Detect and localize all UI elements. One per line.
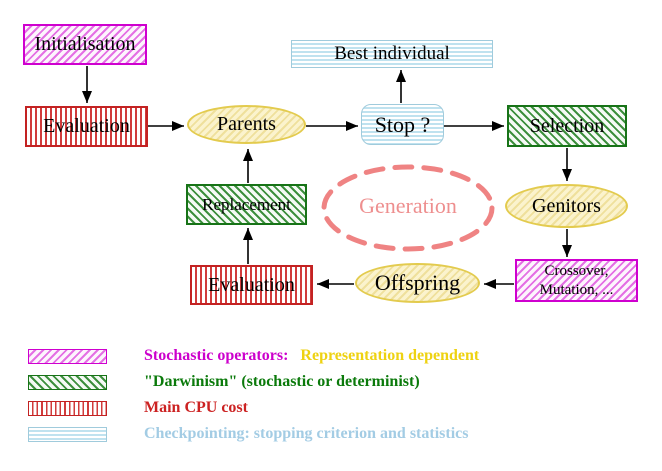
legend-swatch-green-hatch: [28, 374, 107, 390]
node-evaluation-top: Evaluation: [25, 106, 148, 147]
node-crossover-mutation: Crossover, Mutation, ...: [515, 259, 638, 302]
legend-text-main-cpu-cost: Main CPU cost: [144, 399, 248, 416]
legend-text-darwinism: "Darwinism" (stochastic or determinist): [144, 373, 420, 390]
legend-swatch-cyan-stripes: [28, 426, 107, 442]
generation-cycle-label: Generation: [359, 193, 457, 218]
legend-row-checkpointing: Checkpointing: stopping criterion and st…: [28, 425, 468, 443]
node-initialisation: Initialisation: [23, 24, 147, 65]
legend-text-representation-dependent: Representation dependent: [300, 347, 480, 364]
legend-row-stochastic-operators: Stochastic operators: Representation depe…: [28, 347, 479, 365]
crossover-line2: Mutation, ...: [539, 281, 614, 298]
node-best-individual: Best individual: [291, 40, 493, 68]
node-evaluation-bottom: Evaluation: [190, 265, 313, 305]
generation-cycle-ellipse: [321, 164, 495, 252]
legend-label-stochastic-operators: Stochastic operators: Representation depe…: [144, 347, 479, 365]
legend-row-darwinism: "Darwinism" (stochastic or determinist): [28, 373, 420, 391]
node-parents: Parents: [187, 105, 306, 144]
legend-swatch-red-stripes: [28, 400, 107, 416]
node-offspring: Offspring: [355, 263, 480, 303]
legend-text-checkpointing: Checkpointing: stopping criterion and st…: [144, 425, 469, 442]
node-replacement: Replacement: [186, 184, 307, 225]
legend-text-stochastic-operators: Stochastic operators:: [144, 347, 289, 364]
node-genitors: Genitors: [505, 184, 628, 228]
legend-row-main-cpu-cost: Main CPU cost: [28, 399, 248, 417]
legend-swatch-magenta-hatch: [28, 348, 107, 364]
node-stop: Stop ?: [361, 104, 444, 145]
node-selection: Selection: [507, 105, 627, 147]
crossover-line1: Crossover,: [544, 262, 609, 279]
